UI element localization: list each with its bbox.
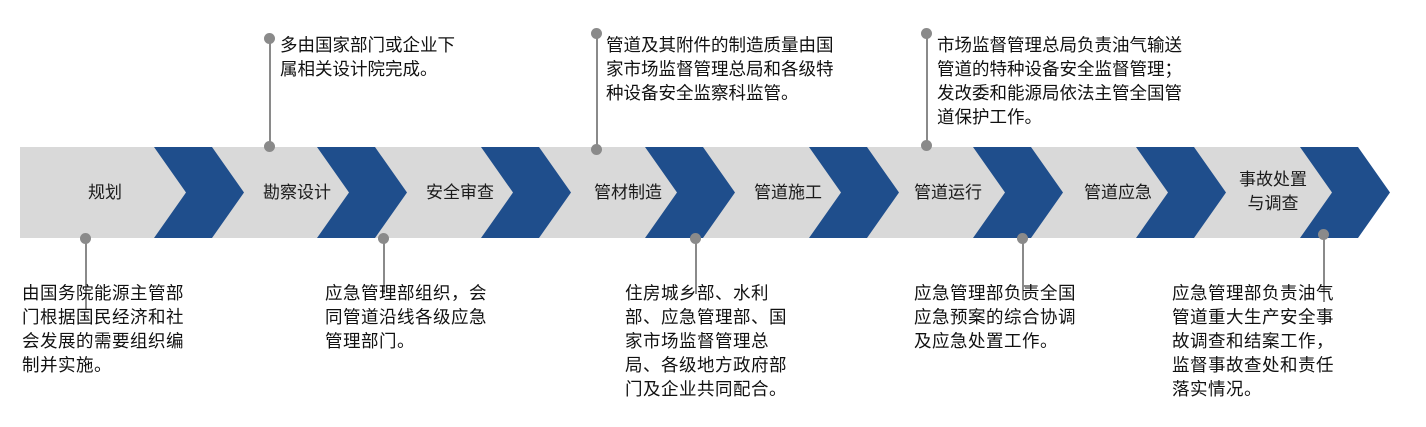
chevron-arrow-icon [1136,147,1226,238]
note-pipe-manufacturing: 管道及其附件的制造质量由国 家市场监督管理总局和各级特 种设备安全监察科监管。 [606,36,834,104]
connector-dot [264,141,275,152]
note-survey-design: 多由国家部门或企业下 属相关设计院完成。 [280,36,455,80]
chevron-arrow-icon [481,147,571,238]
connector-dot [690,233,701,244]
chevron-arrow-icon [317,147,407,238]
chevron-arrow-icon [809,147,899,238]
note-operation: 市场监督管理总局负责油气输送 管道的特种设备安全监督管理； 发改委和能源局依法主… [937,36,1182,128]
note-accident-investigation: 应急管理部负责油气 管道重大生产安全事 故调查和结案工作， 监督事故查处和责任 … [1172,284,1334,400]
stage-label-pipe-manufacturing: 管材制造 [594,183,662,203]
connector-line [269,38,271,146]
stage-label-operation: 管道运行 [914,183,982,203]
connector-dot [591,144,602,155]
connector-dot [591,28,602,39]
connector-line [926,33,928,146]
chevron-arrow-icon [154,147,244,238]
connector-dot [1017,233,1028,244]
connector-line [695,238,697,294]
stage-label-safety-review: 安全审查 [426,183,494,203]
connector-line [1323,238,1325,302]
connector-dot [264,33,275,44]
connector-line [1022,238,1024,300]
note-planning: 由国务院能源主管部 门根据国民经济和社 会发展的需要组织编 制并实施。 [22,284,184,376]
stage-label-accident-investigation: 事故处置 与调查 [1239,170,1307,214]
stage-label-emergency: 管道应急 [1084,183,1152,203]
connector-line [596,33,598,149]
note-emergency: 应急管理部负责全国 应急预案的综合协调 及应急处置工作。 [914,284,1076,352]
chevron-arrow-icon [973,147,1063,238]
connector-dot [921,140,932,151]
connector-line [85,238,87,310]
stage-label-planning: 规划 [88,183,122,203]
note-construction: 住房城乡部、水利 部、应急管理部、国 家市场监督管理总 局、各级地方政府部 门及… [625,284,787,400]
connector-dot [80,233,91,244]
stage-label-construction: 管道施工 [754,183,822,203]
chevron-arrow-icon [645,147,735,238]
connector-line [383,238,385,294]
connector-dot [1318,229,1329,240]
stage-label-survey-design: 勘察设计 [263,183,331,203]
note-safety-review: 应急管理部组织，会 同管道沿线各级应急 管理部门。 [325,284,487,352]
chevron-arrow-icon [1300,147,1390,238]
connector-dot [378,233,389,244]
connector-dot [921,28,932,39]
